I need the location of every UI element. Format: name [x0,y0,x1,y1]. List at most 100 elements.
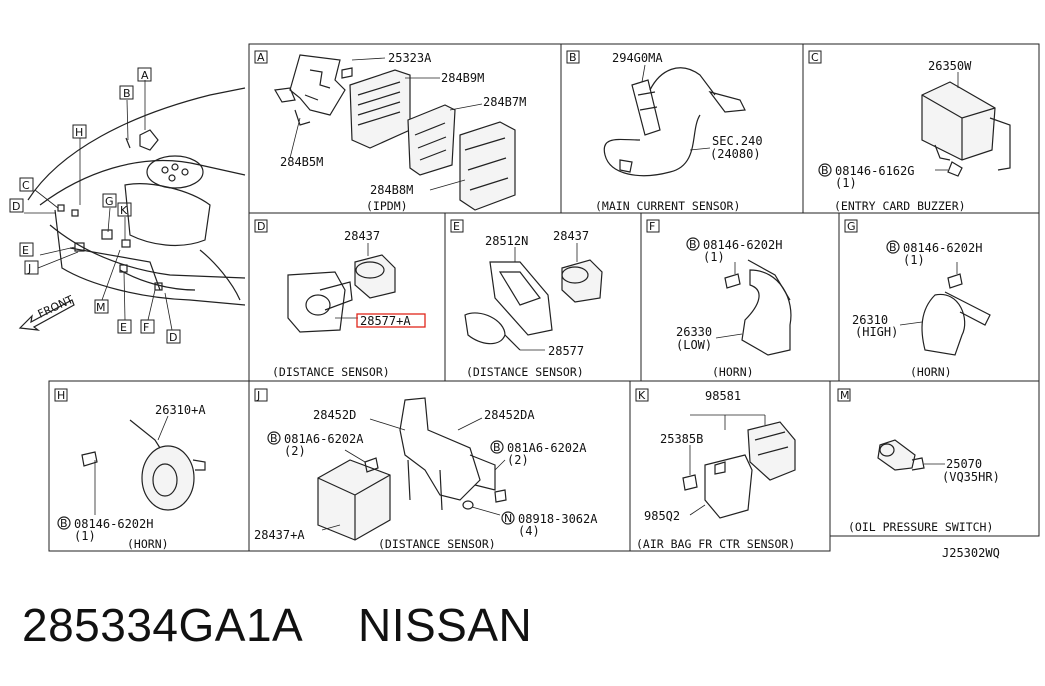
panel-m: M 25070 (VQ35HR) (OIL PRESSURE SWITCH) [837,388,1000,534]
svg-text:08146-6202H: 08146-6202H [74,517,153,531]
overview-callout-g: G [102,193,117,208]
panel-b: B 294G0MA SEC.240 (24080) (MAIN CURRENT … [566,50,763,213]
svg-text:284B5M: 284B5M [280,155,323,169]
highlight-box [356,313,426,328]
panel-h: H 26310+A B 08146-6202H (1) (HORN) [54,388,206,551]
svg-text:284B9M: 284B9M [441,71,484,85]
svg-text:(MAIN CURRENT SENSOR): (MAIN CURRENT SENSOR) [595,199,740,213]
svg-text:B: B [270,432,278,445]
svg-text:(AIR BAG FR CTR SENSOR): (AIR BAG FR CTR SENSOR) [636,537,795,551]
panel-c: C 26350W B 08146-6162G (1) (ENTRY CARD B… [808,50,1011,213]
svg-text:(HORN): (HORN) [127,537,169,551]
overview-callout-m: M [94,299,109,314]
overview-callout-e-left: E [19,242,34,257]
svg-text:G: G [105,195,114,208]
svg-text:(OIL PRESSURE SWITCH): (OIL PRESSURE SWITCH) [848,520,993,534]
front-arrow-icon: FRONT [18,293,76,331]
panel-k: K 98581 25385B 985Q2 (AIR BAG FR CTR SEN… [635,388,796,551]
svg-text:B: B [493,441,501,454]
svg-text:F: F [649,220,655,233]
svg-text:(HORN): (HORN) [910,365,952,379]
part-number: 285334GA1A [22,599,304,651]
svg-text:294G0MA: 294G0MA [612,51,663,65]
panel-a: A 25323A 284B9M 284B7M 284B5M 284B8M (IP… [254,50,526,213]
svg-text:D: D [169,331,177,344]
overview-callout-d-top: D [9,198,24,213]
svg-text:(ENTRY CARD BUZZER): (ENTRY CARD BUZZER) [834,199,966,213]
svg-text:C: C [22,179,30,192]
overview-callout-k: K [117,202,132,217]
svg-text:FRONT: FRONT [36,293,76,321]
svg-text:C: C [811,51,819,64]
svg-text:98581: 98581 [705,389,741,403]
svg-text:E: E [453,220,460,233]
svg-text:(DISTANCE SENSOR): (DISTANCE SENSOR) [272,365,390,379]
svg-text:(VQ35HR): (VQ35HR) [942,470,1000,484]
overview-callout-f: F [140,319,155,334]
panel-j: J 28452D 28452DA B 081A6-6202A (2) B 081… [254,388,598,551]
svg-text:B: B [569,51,577,64]
svg-text:(2): (2) [284,444,306,458]
svg-text:28577+A: 28577+A [360,314,411,328]
svg-text:B: B [889,241,897,254]
brand-name: NISSAN [358,599,533,651]
svg-text:26310: 26310 [852,313,888,327]
svg-text:(IPDM): (IPDM) [366,199,408,213]
svg-text:(1): (1) [903,253,925,267]
overview-callout-b: B [119,85,134,100]
svg-text:08918-3062A: 08918-3062A [518,512,598,526]
svg-text:A: A [141,69,149,82]
svg-text:(HIGH): (HIGH) [855,325,898,339]
panel-f: F B 08146-6202H (1) 26330 (LOW) (HORN) [646,219,792,379]
svg-text:D: D [257,220,265,233]
svg-text:28512N: 28512N [485,234,528,248]
svg-text:(DISTANCE SENSOR): (DISTANCE SENSOR) [466,365,584,379]
svg-text:28437: 28437 [344,229,380,243]
svg-text:E: E [120,321,127,334]
svg-text:K: K [638,389,646,402]
panel-e: E 28512N 28437 28577 (DISTANCE SENSOR) [450,219,603,379]
svg-text:B: B [689,238,697,251]
svg-text:28452DA: 28452DA [484,408,535,422]
svg-text:28437+A: 28437+A [254,528,305,542]
svg-text:J: J [27,262,31,275]
svg-text:G: G [847,220,856,233]
svg-text:26350W: 26350W [928,59,972,73]
svg-text:26310+A: 26310+A [155,403,206,417]
svg-text:(LOW): (LOW) [676,338,712,352]
svg-text:28437: 28437 [553,229,589,243]
svg-text:J: J [256,389,260,402]
overview-callout-a: A [137,67,152,82]
svg-text:(4): (4) [518,524,540,538]
svg-text:SEC.240: SEC.240 [712,134,763,148]
svg-text:(1): (1) [835,176,857,190]
vehicle-overview: A B H C D G K E J M E F D FRONT [9,67,246,344]
svg-text:28577: 28577 [548,344,584,358]
svg-text:(DISTANCE SENSOR): (DISTANCE SENSOR) [378,537,496,551]
panel-d: D 28437 28577+A (DISTANCE SENSOR) [254,219,426,379]
svg-text:(HORN): (HORN) [712,365,754,379]
svg-text:081A6-6202A: 081A6-6202A [284,432,364,446]
svg-text:(1): (1) [74,529,96,543]
svg-text:08146-6202H: 08146-6202H [703,238,782,252]
svg-text:081A6-6202A: 081A6-6202A [507,441,587,455]
overview-callout-h: H [72,124,87,139]
svg-text:B: B [60,517,68,530]
svg-text:K: K [120,204,128,217]
svg-text:25323A: 25323A [388,51,432,65]
diagram-code: J25302WQ [942,546,1000,560]
svg-text:B: B [123,87,131,100]
overview-callout-d-bottom: D [166,329,181,344]
panel-g: G B 08146-6202H (1) 26310 (HIGH) (HORN) [844,219,991,379]
svg-text:B: B [821,164,829,177]
svg-text:26330: 26330 [676,325,712,339]
svg-text:25385B: 25385B [660,432,703,446]
svg-text:H: H [57,389,65,402]
svg-text:284B7M: 284B7M [483,95,526,109]
svg-text:(2): (2) [507,453,529,467]
svg-text:(1): (1) [703,250,725,264]
svg-text:284B8M: 284B8M [370,183,413,197]
svg-text:M: M [840,389,850,402]
svg-text:(24080): (24080) [710,147,761,161]
